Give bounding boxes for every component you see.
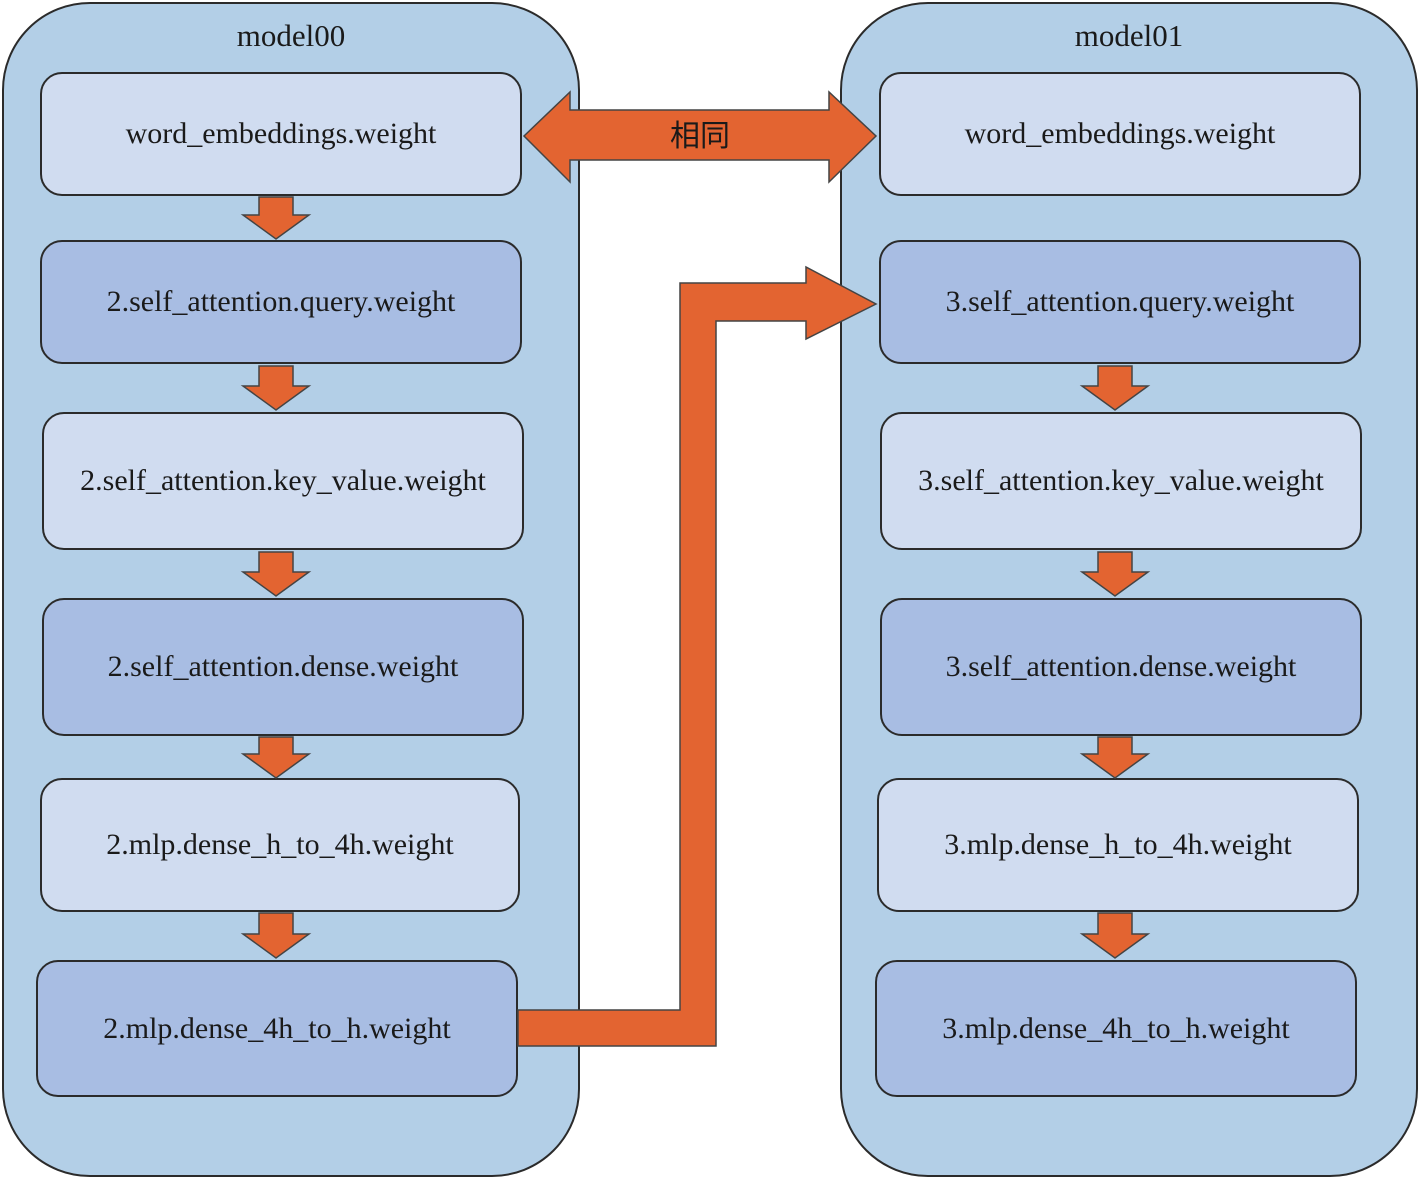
- model01-node-4h-to-h: 3.mlp.dense_4h_to_h.weight: [875, 960, 1357, 1097]
- arrow-down-left-4: [240, 736, 312, 779]
- arrow-down-right-3: [1079, 736, 1151, 779]
- arrow-down-left-3: [240, 551, 312, 597]
- model01-node-word-embeddings: word_embeddings.weight: [879, 72, 1361, 196]
- same-double-arrow: [522, 90, 878, 184]
- model00-node-query: 2.self_attention.query.weight: [40, 240, 522, 364]
- model01-node-query: 3.self_attention.query.weight: [879, 240, 1361, 364]
- transfer-arrow: [517, 265, 878, 1047]
- model01-node-dense: 3.self_attention.dense.weight: [880, 598, 1362, 736]
- arrow-down-right-2: [1079, 551, 1151, 597]
- arrow-down-right-4: [1079, 912, 1151, 959]
- model00-node-key-value: 2.self_attention.key_value.weight: [42, 412, 524, 550]
- same-label: 相同: [670, 119, 730, 154]
- model00-title: model00: [236, 18, 346, 53]
- model00-node-h-to-4h: 2.mlp.dense_h_to_4h.weight: [40, 778, 520, 912]
- model00-node-4h-to-h: 2.mlp.dense_4h_to_h.weight: [36, 960, 518, 1097]
- model00-node-dense: 2.self_attention.dense.weight: [42, 598, 524, 736]
- model00-node-word-embeddings: word_embeddings.weight: [40, 72, 522, 196]
- model01-node-h-to-4h: 3.mlp.dense_h_to_4h.weight: [877, 778, 1359, 912]
- arrow-down-right-1: [1079, 365, 1151, 411]
- model01-title: model01: [1074, 18, 1184, 53]
- arrow-down-left-1: [240, 196, 312, 240]
- arrow-down-left-5: [240, 912, 312, 959]
- model01-node-key-value: 3.self_attention.key_value.weight: [880, 412, 1362, 550]
- arrow-down-left-2: [240, 365, 312, 411]
